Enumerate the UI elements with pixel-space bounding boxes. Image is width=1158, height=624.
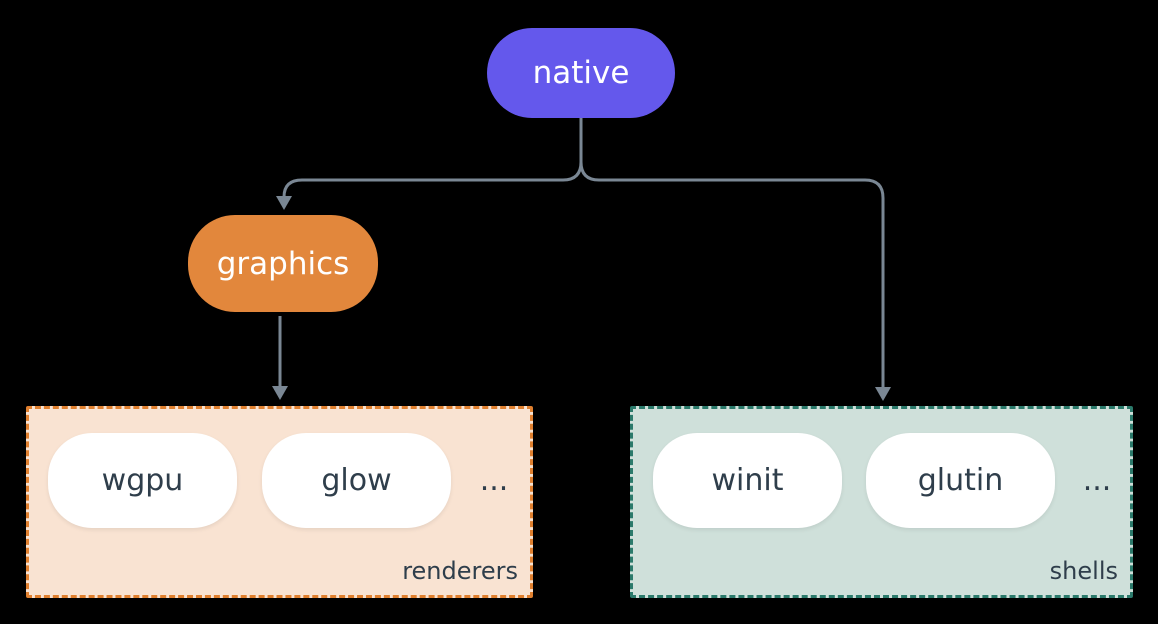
pill-winit: winit — [653, 433, 842, 528]
pill-glutin-label: glutin — [917, 463, 1004, 498]
pill-glutin: glutin — [866, 433, 1055, 528]
pill-glow: glow — [262, 433, 451, 528]
node-graphics-label: graphics — [216, 245, 350, 282]
edge-native-graphics — [282, 117, 583, 198]
pill-winit-label: winit — [711, 463, 784, 498]
shells-group-label: shells — [1049, 557, 1118, 585]
node-graphics: graphics — [188, 215, 378, 312]
pill-wgpu: wgpu — [48, 433, 237, 528]
pill-glow-label: glow — [321, 463, 392, 498]
group-shells: winit glutin ... shells — [630, 406, 1133, 598]
arrowhead-to-graphics — [276, 196, 292, 210]
shells-ellipsis: ... — [1082, 463, 1112, 498]
node-native-label: native — [532, 55, 630, 91]
arrowhead-to-shells — [875, 387, 891, 401]
group-renderers: wgpu glow ... renderers — [26, 406, 533, 598]
arrowhead-to-renderers — [272, 386, 288, 400]
renderers-group-label: renderers — [402, 557, 518, 585]
renderers-ellipsis: ... — [479, 463, 509, 498]
pill-wgpu-label: wgpu — [101, 463, 184, 498]
node-native: native — [487, 28, 675, 118]
edge-native-shells — [579, 161, 885, 388]
